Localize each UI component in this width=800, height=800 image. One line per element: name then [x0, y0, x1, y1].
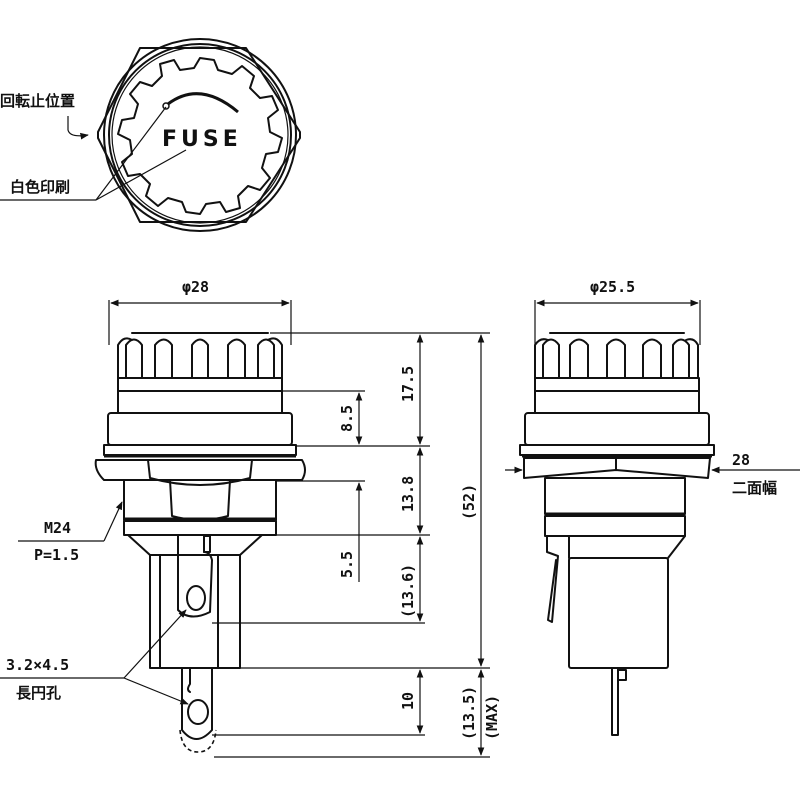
hex-nut-outline	[97, 47, 301, 223]
dim-13-5: (13.5)	[460, 686, 478, 740]
dim-13-6: (13.6)	[399, 564, 417, 618]
cap-knurls	[117, 332, 283, 379]
dim-across-flats-28: 28	[732, 451, 750, 469]
label-width-across-flats: 二面幅	[732, 479, 777, 497]
dim-diameter-28: φ28	[182, 278, 209, 296]
fuse-print-text: FUSE	[162, 127, 242, 152]
knurled-cap-icon	[117, 57, 283, 215]
label-white-print: 白色印刷	[10, 178, 70, 196]
side-terminal-pin	[611, 667, 619, 736]
front-view: φ28	[0, 278, 501, 758]
dim-5-5: 5.5	[338, 551, 356, 578]
dim-8-5: 8.5	[338, 405, 356, 432]
dim-17-5: 17.5	[399, 366, 417, 402]
side-cap-knurls	[534, 332, 699, 379]
slot-hole-upper	[186, 585, 206, 611]
outer-ring	[103, 38, 297, 232]
inner-ring	[108, 43, 292, 227]
thread-label-m24: M24	[44, 519, 71, 537]
dim-10: 10	[399, 692, 417, 710]
slot-hole-lower	[187, 699, 209, 725]
terminal-lower	[181, 667, 213, 740]
dim-52: (52)	[460, 484, 478, 520]
side-view: φ25.5 28 二面幅	[505, 278, 800, 736]
slot-size-label: 3.2×4.5	[6, 656, 69, 674]
side-terminal-bent	[546, 535, 559, 623]
slot-type-label: 長円孔	[16, 684, 61, 702]
dim-diameter-25-5: φ25.5	[590, 278, 635, 296]
dim-max: (MAX)	[483, 695, 501, 740]
rotation-arc-mark	[167, 92, 239, 114]
top-view: FUSE 回転止位置 白色印刷	[0, 38, 301, 232]
pitch-label: P=1.5	[34, 546, 79, 564]
dim-13-8: 13.8	[399, 476, 417, 512]
label-rotation-stop: 回転止位置	[0, 92, 75, 110]
terminal-upper	[177, 534, 213, 618]
hex-nut	[94, 459, 306, 481]
